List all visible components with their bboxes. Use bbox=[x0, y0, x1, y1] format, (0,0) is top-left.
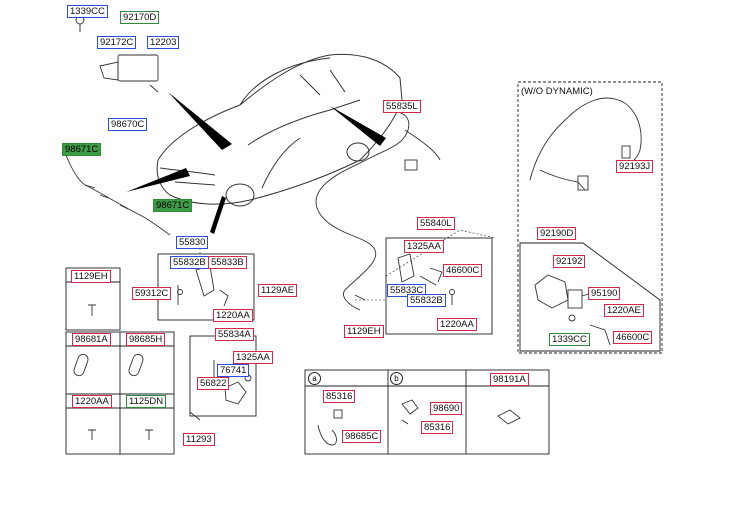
label-55832b-a[interactable]: 55832B bbox=[407, 294, 446, 307]
harness-55835l bbox=[315, 111, 441, 311]
label-92172c[interactable]: 92172C bbox=[97, 36, 137, 49]
label-76741[interactable]: 76741 bbox=[217, 364, 250, 377]
label-1129ae[interactable]: 1129AE bbox=[258, 284, 298, 297]
label-98690[interactable]: 98690 bbox=[430, 402, 463, 415]
label-98681a[interactable]: 98681A bbox=[72, 333, 111, 346]
label-55840l[interactable]: 55840L bbox=[417, 217, 455, 230]
label-1125dn[interactable]: 1125DN bbox=[126, 395, 167, 408]
label-1220aa-b[interactable]: 1220AA bbox=[213, 309, 253, 322]
label-56822[interactable]: 56822 bbox=[197, 377, 230, 390]
sensor-parts-right bbox=[397, 253, 455, 305]
harness-98670c bbox=[65, 154, 171, 236]
label-92170d[interactable]: 92170D bbox=[120, 11, 160, 24]
label-1325aa-a[interactable]: 1325AA bbox=[404, 240, 444, 253]
wo-dynamic-frame bbox=[517, 81, 663, 354]
label-1325aa-b[interactable]: 1325AA bbox=[233, 351, 273, 364]
label-1339cc-top[interactable]: 1339CC bbox=[67, 5, 108, 18]
label-11293[interactable]: 11293 bbox=[183, 433, 215, 446]
label-98191a[interactable]: 98191A bbox=[490, 373, 529, 386]
wo-dynamic-caption: (W/O DYNAMIC) bbox=[521, 86, 593, 97]
sensor-92190d bbox=[534, 274, 611, 346]
label-1220aa-a[interactable]: 1220AA bbox=[437, 318, 477, 331]
label-85316-b[interactable]: 85316 bbox=[421, 421, 454, 434]
label-1339cc-b[interactable]: 1339CC bbox=[549, 333, 590, 346]
label-1220aa-c[interactable]: 1220AA bbox=[72, 395, 112, 408]
accessory-grid bbox=[304, 369, 550, 455]
accessory-parts bbox=[317, 399, 521, 446]
label-1129eh-a[interactable]: 1129EH bbox=[71, 270, 111, 283]
label-55830[interactable]: 55830 bbox=[176, 236, 209, 249]
label-55833c[interactable]: 55833C bbox=[387, 284, 427, 297]
module-92170d bbox=[75, 15, 159, 93]
label-92190d[interactable]: 92190D bbox=[537, 227, 577, 240]
label-12203[interactable]: 12203 bbox=[147, 36, 180, 49]
label-98671c-b[interactable]: 98671C bbox=[153, 199, 193, 212]
label-46600c-b[interactable]: 46600C bbox=[613, 331, 653, 344]
label-55834a[interactable]: 55834A bbox=[215, 328, 254, 341]
label-98685h[interactable]: 98685H bbox=[126, 333, 166, 346]
label-98670c[interactable]: 98670C bbox=[108, 118, 148, 131]
label-95190[interactable]: 95190 bbox=[588, 287, 621, 300]
label-1129eh-b[interactable]: 1129EH bbox=[344, 325, 384, 338]
label-92192[interactable]: 92192 bbox=[553, 255, 586, 268]
label-98685c[interactable]: 98685C bbox=[342, 430, 382, 443]
pointer-wedges bbox=[126, 92, 386, 234]
grid-1129eh bbox=[65, 267, 121, 331]
sensor-parts-left bbox=[177, 265, 229, 307]
label-85316-a[interactable]: 85316 bbox=[323, 390, 356, 403]
label-1220ae[interactable]: 1220AE bbox=[604, 304, 644, 317]
label-55833b[interactable]: 55833B bbox=[208, 256, 247, 269]
label-59312c[interactable]: 59312C bbox=[132, 287, 172, 300]
section-a-marker: a bbox=[308, 372, 321, 385]
label-98671c-a[interactable]: 98671C bbox=[62, 143, 102, 156]
harness-92193j bbox=[529, 97, 642, 191]
grid-parts bbox=[73, 304, 153, 440]
label-46600c-a[interactable]: 46600C bbox=[443, 264, 483, 277]
sensor-subassembly-frame bbox=[519, 242, 661, 352]
rear-right-sensor-box bbox=[385, 237, 493, 335]
section-b-marker: b bbox=[390, 372, 403, 385]
label-55835l[interactable]: 55835L bbox=[383, 100, 421, 113]
label-92193j[interactable]: 92193J bbox=[616, 160, 654, 173]
label-55832b-b[interactable]: 55832B bbox=[170, 256, 209, 269]
